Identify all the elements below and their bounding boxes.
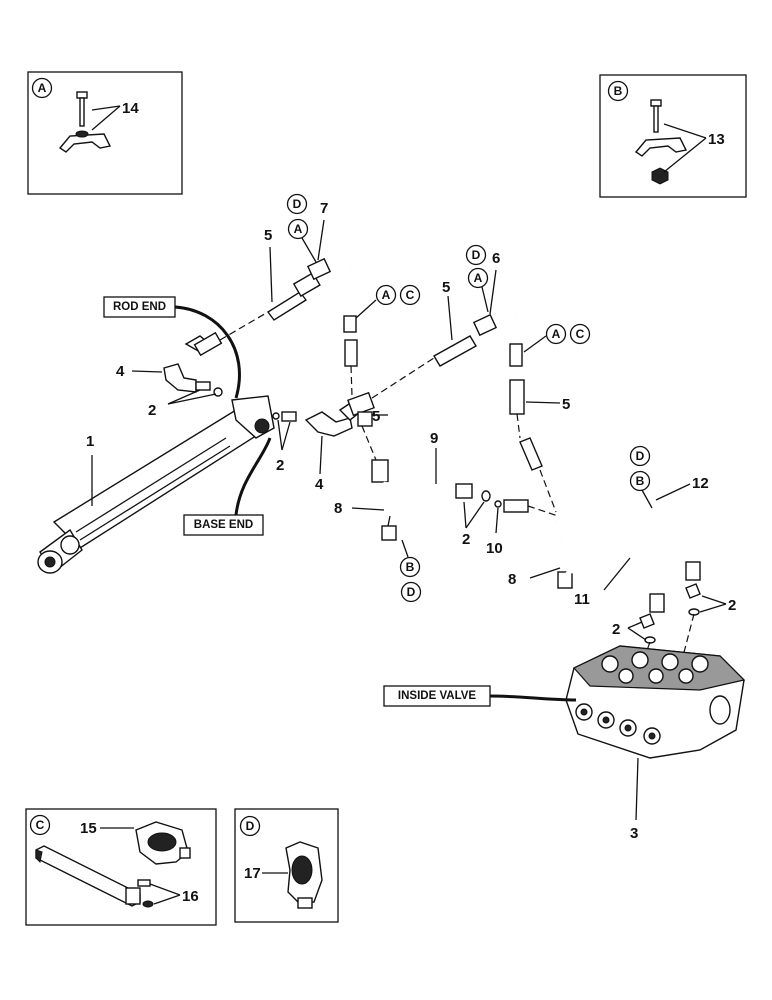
svg-text:C: C [576, 327, 585, 341]
detail-box-c: C 15 16 [25, 808, 217, 926]
bracket-icon [35, 845, 141, 907]
bolt-icon [137, 879, 154, 908]
svg-text:C: C [406, 288, 415, 302]
tube8-b-circle: B [399, 556, 421, 578]
tube-icon [371, 459, 454, 541]
tube6-a-circle: A [467, 267, 489, 289]
part-number-8: 8 [508, 571, 516, 588]
svg-text:A: A [38, 81, 47, 95]
part-number-16: 16 [182, 888, 199, 905]
tube6-a-circle-2: A [545, 323, 567, 345]
svg-text:D: D [636, 449, 645, 463]
tube6-d-circle: D [465, 244, 487, 266]
svg-text:D: D [472, 248, 481, 262]
part-number-2: 2 [462, 531, 470, 548]
part-number-5: 5 [442, 279, 450, 296]
svg-text:C: C [36, 818, 45, 832]
tube8-d-circle: D [400, 581, 422, 603]
part-number-6: 6 [492, 250, 500, 267]
part-number-1: 1 [86, 433, 94, 450]
svg-text:BASE END: BASE END [194, 519, 253, 531]
rod-end-callout: ROD END [103, 296, 241, 399]
part-number-9: 9 [430, 430, 438, 447]
elbow-fitting-icon [304, 411, 353, 437]
tube-icon [555, 519, 573, 589]
svg-text:B: B [406, 560, 415, 574]
svg-text:ROD END: ROD END [113, 301, 166, 313]
detail-d-letter-circle: D [239, 815, 261, 837]
part-number-4: 4 [315, 476, 324, 493]
part-number-17: 17 [244, 865, 261, 882]
o-ring-icon [455, 483, 529, 513]
svg-text:D: D [246, 819, 255, 833]
hose-icon [338, 335, 477, 421]
bolt-icon [76, 91, 88, 127]
clamp-icon [58, 130, 112, 153]
tube12-d-circle: D [629, 445, 651, 467]
part-number-2: 2 [148, 402, 156, 419]
part-number-10: 10 [486, 540, 503, 557]
tube6-c-circle: C [569, 323, 591, 345]
svg-text:A: A [294, 222, 303, 236]
bolt-icon [650, 99, 662, 133]
o-ring-icon [195, 381, 223, 397]
tube7-d-circle: D [286, 193, 308, 215]
detail-b-letter-circle: B [607, 80, 629, 102]
part-number-3: 3 [630, 825, 638, 842]
part-number-15: 15 [80, 820, 97, 837]
hose-end-fitting-icon [357, 411, 373, 427]
detail-box-a: A 14 [27, 71, 183, 195]
part-number-2: 2 [276, 457, 284, 474]
hydraulic-cylinder-icon [37, 395, 275, 574]
tube12-b-circle: B [629, 470, 651, 492]
base-end-callout: BASE END [183, 437, 272, 536]
tube7-a-circle: A [287, 218, 309, 240]
inside-valve-callout: INSIDE VALVE [383, 685, 577, 707]
tube7-c-circle: C [399, 284, 421, 306]
part-number-14: 14 [122, 100, 139, 117]
part-number-8: 8 [334, 500, 342, 517]
tube-icon [565, 508, 701, 613]
hose-icon [509, 379, 543, 471]
svg-text:D: D [407, 585, 416, 599]
elbow-fitting-icon [163, 363, 197, 393]
part-number-2: 2 [612, 621, 620, 638]
part-number-5: 5 [264, 227, 272, 244]
svg-text:B: B [636, 474, 645, 488]
svg-text:A: A [382, 288, 391, 302]
svg-text:INSIDE VALVE: INSIDE VALVE [398, 690, 476, 702]
svg-text:A: A [552, 327, 561, 341]
part-number-13: 13 [708, 131, 725, 148]
part-number-7: 7 [320, 200, 328, 217]
detail-box-b: B 13 [599, 74, 747, 198]
part-number-2: 2 [728, 597, 736, 614]
tube-icon [472, 309, 523, 367]
control-valve-icon [565, 645, 746, 759]
hose-icon [184, 271, 321, 357]
detail-c-letter-circle: C [29, 814, 51, 836]
part-number-5: 5 [372, 408, 380, 425]
clamp-icon [634, 137, 688, 157]
clamp-icon [285, 841, 323, 909]
tube7-a-circle-2: A [375, 284, 397, 306]
o-ring-icon [272, 411, 297, 422]
detail-a-letter-circle: A [31, 77, 53, 99]
part-number-11: 11 [574, 591, 590, 608]
clamp-icon [135, 821, 191, 865]
svg-text:D: D [293, 197, 302, 211]
detail-box-d: D 17 [234, 808, 339, 923]
part-number-4: 4 [116, 363, 125, 380]
o-ring-icon [639, 583, 701, 644]
part-number-12: 12 [692, 475, 709, 492]
svg-text:A: A [474, 271, 483, 285]
hose-icon [344, 339, 358, 367]
part-number-5: 5 [562, 396, 570, 413]
svg-text:B: B [614, 84, 623, 98]
tube-icon [306, 255, 357, 333]
